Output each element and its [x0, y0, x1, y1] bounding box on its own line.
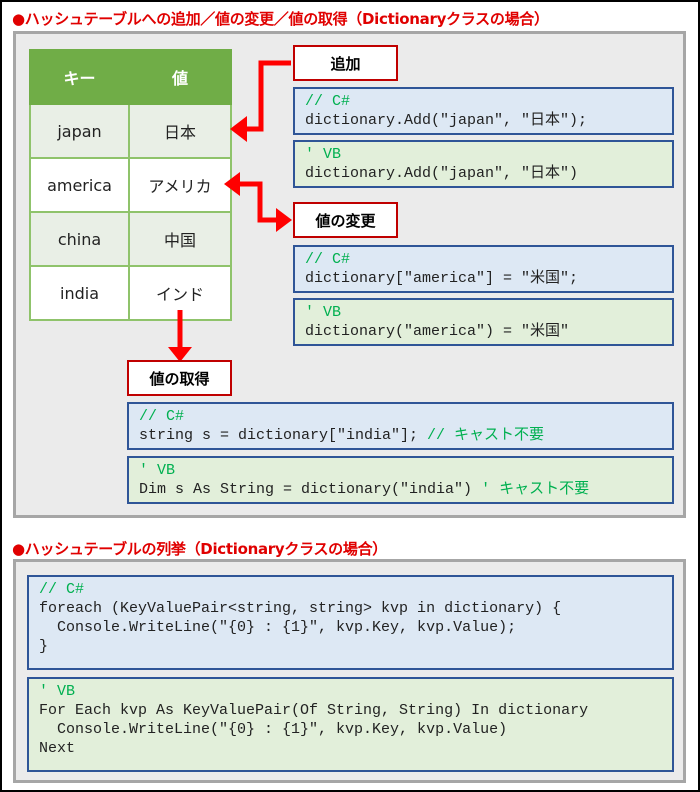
code-line: Dim s As String = dictionary("india") — [139, 481, 473, 498]
change-cs-code: // C# dictionary["america"] = "米国"; — [293, 245, 674, 293]
header-value: 値 — [128, 49, 232, 105]
code-line: dictionary.Add("japan", "日本") — [305, 165, 579, 182]
code-trailing-comment: // キャスト不要 — [418, 427, 545, 444]
get-vb-code: ' VB Dim s As String = dictionary("india… — [127, 456, 674, 504]
cell-value: アメリカ — [128, 157, 232, 213]
add-vb-code: ' VB dictionary.Add("japan", "日本") — [293, 140, 674, 188]
code-line: foreach (KeyValuePair<string, string> kv… — [39, 600, 562, 617]
hashtable: キー 値 japan 日本 america アメリカ china 中国 indi… — [29, 49, 232, 321]
section2-heading: ●ハッシュテーブルの列挙（Dictionaryクラスの場合） — [12, 540, 387, 558]
cell-value: 日本 — [128, 103, 232, 159]
change-arrow-head-right — [276, 208, 292, 232]
enum-cs-code: // C# foreach (KeyValuePair<string, stri… — [27, 575, 674, 670]
code-line: dictionary("america") = "米国" — [305, 323, 570, 340]
code-comment: // C# — [305, 251, 351, 268]
header-key: キー — [29, 49, 130, 105]
code-line: Next — [39, 740, 76, 757]
code-line: dictionary["america"] = "米国"; — [305, 270, 579, 287]
add-label: 追加 — [293, 45, 398, 81]
get-arrow-head — [168, 347, 192, 362]
change-arrow-head-left — [224, 172, 240, 196]
code-line: Console.WriteLine("{0} : {1}", kvp.Key, … — [39, 619, 517, 636]
section1-heading: ●ハッシュテーブルへの追加／値の変更／値の取得（Dictionaryクラスの場合… — [12, 10, 549, 28]
table-row: japan 日本 — [29, 103, 232, 159]
code-comment: ' VB — [39, 683, 76, 700]
cell-key: china — [29, 211, 130, 267]
get-label: 値の取得 — [127, 360, 232, 396]
cell-key: india — [29, 265, 130, 321]
code-trailing-comment: ' キャスト不要 — [472, 481, 590, 498]
cell-key: japan — [29, 103, 130, 159]
enum-vb-code: ' VB For Each kvp As KeyValuePair(Of Str… — [27, 677, 674, 772]
table-row: america アメリカ — [29, 157, 232, 213]
add-arrow-line — [247, 60, 291, 132]
code-comment: ' VB — [305, 304, 342, 321]
code-line: dictionary.Add("japan", "日本"); — [305, 112, 588, 129]
table-row: china 中国 — [29, 211, 232, 267]
code-comment: ' VB — [139, 462, 176, 479]
cell-value: 中国 — [128, 211, 232, 267]
change-vb-code: ' VB dictionary("america") = "米国" — [293, 298, 674, 346]
code-comment: ' VB — [305, 146, 342, 163]
code-line: Console.WriteLine("{0} : {1}", kvp.Key, … — [39, 721, 508, 738]
add-arrow-head — [230, 116, 247, 142]
change-label: 値の変更 — [293, 202, 398, 238]
add-cs-code: // C# dictionary.Add("japan", "日本"); — [293, 87, 674, 135]
change-arrow-line — [240, 181, 276, 223]
code-line: } — [39, 638, 49, 655]
code-comment: // C# — [139, 408, 185, 425]
code-comment: // C# — [39, 581, 85, 598]
code-line: For Each kvp As KeyValuePair(Of String, … — [39, 702, 589, 719]
code-line: string s = dictionary["india"]; — [139, 427, 419, 444]
get-cs-code: // C# string s = dictionary["india"]; //… — [127, 402, 674, 450]
code-comment: // C# — [305, 93, 351, 110]
cell-key: america — [29, 157, 130, 213]
